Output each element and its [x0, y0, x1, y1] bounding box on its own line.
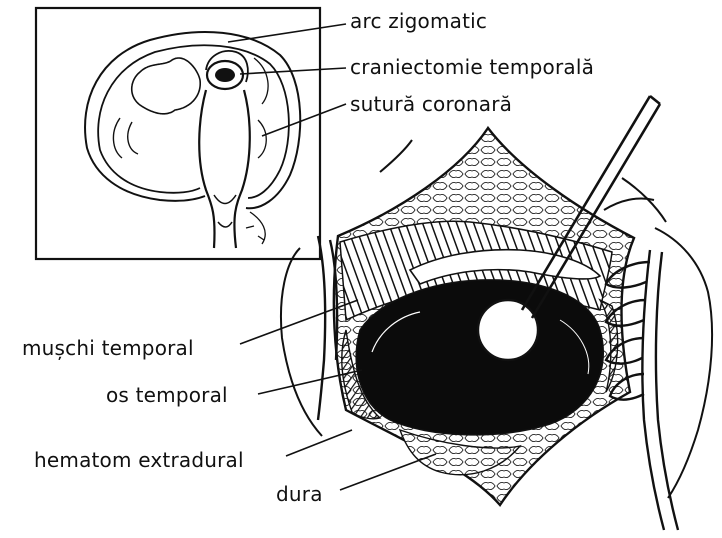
scalp-outline	[279, 139, 413, 437]
dura-edge	[341, 329, 382, 420]
inset-craniectomy-border	[130, 57, 201, 115]
leader-hematom	[285, 429, 353, 457]
inset-incision	[198, 89, 251, 249]
leader-lines	[227, 23, 437, 491]
leader-os	[257, 369, 363, 395]
suction-instrument	[520, 95, 662, 319]
leader-craniectomie	[239, 67, 347, 75]
label-os-temporal: os temporal	[106, 383, 228, 407]
label-muschi-temporal: mușchi temporal	[22, 336, 194, 360]
leader-arc-zigomatic	[227, 23, 347, 43]
suction-tip	[476, 298, 540, 362]
label-arc-zigomatic: arc zigomatic	[350, 9, 488, 33]
leader-dura	[339, 453, 437, 491]
surgical-field	[279, 94, 714, 531]
right-retractor	[604, 249, 680, 531]
leader-sutura	[261, 103, 347, 137]
label-craniectomie-temporala: craniectomie temporală	[350, 55, 595, 79]
label-sutura-coronara: sutură coronară	[350, 92, 513, 116]
label-dura: dura	[276, 482, 323, 506]
left-retractor	[316, 235, 339, 421]
label-hematom-extradural: hematom extradural	[34, 448, 244, 472]
inset-frame	[34, 6, 322, 261]
extradural-hematoma	[355, 279, 604, 436]
inset-skull-outline	[84, 31, 302, 210]
leader-muschi	[239, 299, 359, 345]
inset-view	[34, 6, 322, 261]
